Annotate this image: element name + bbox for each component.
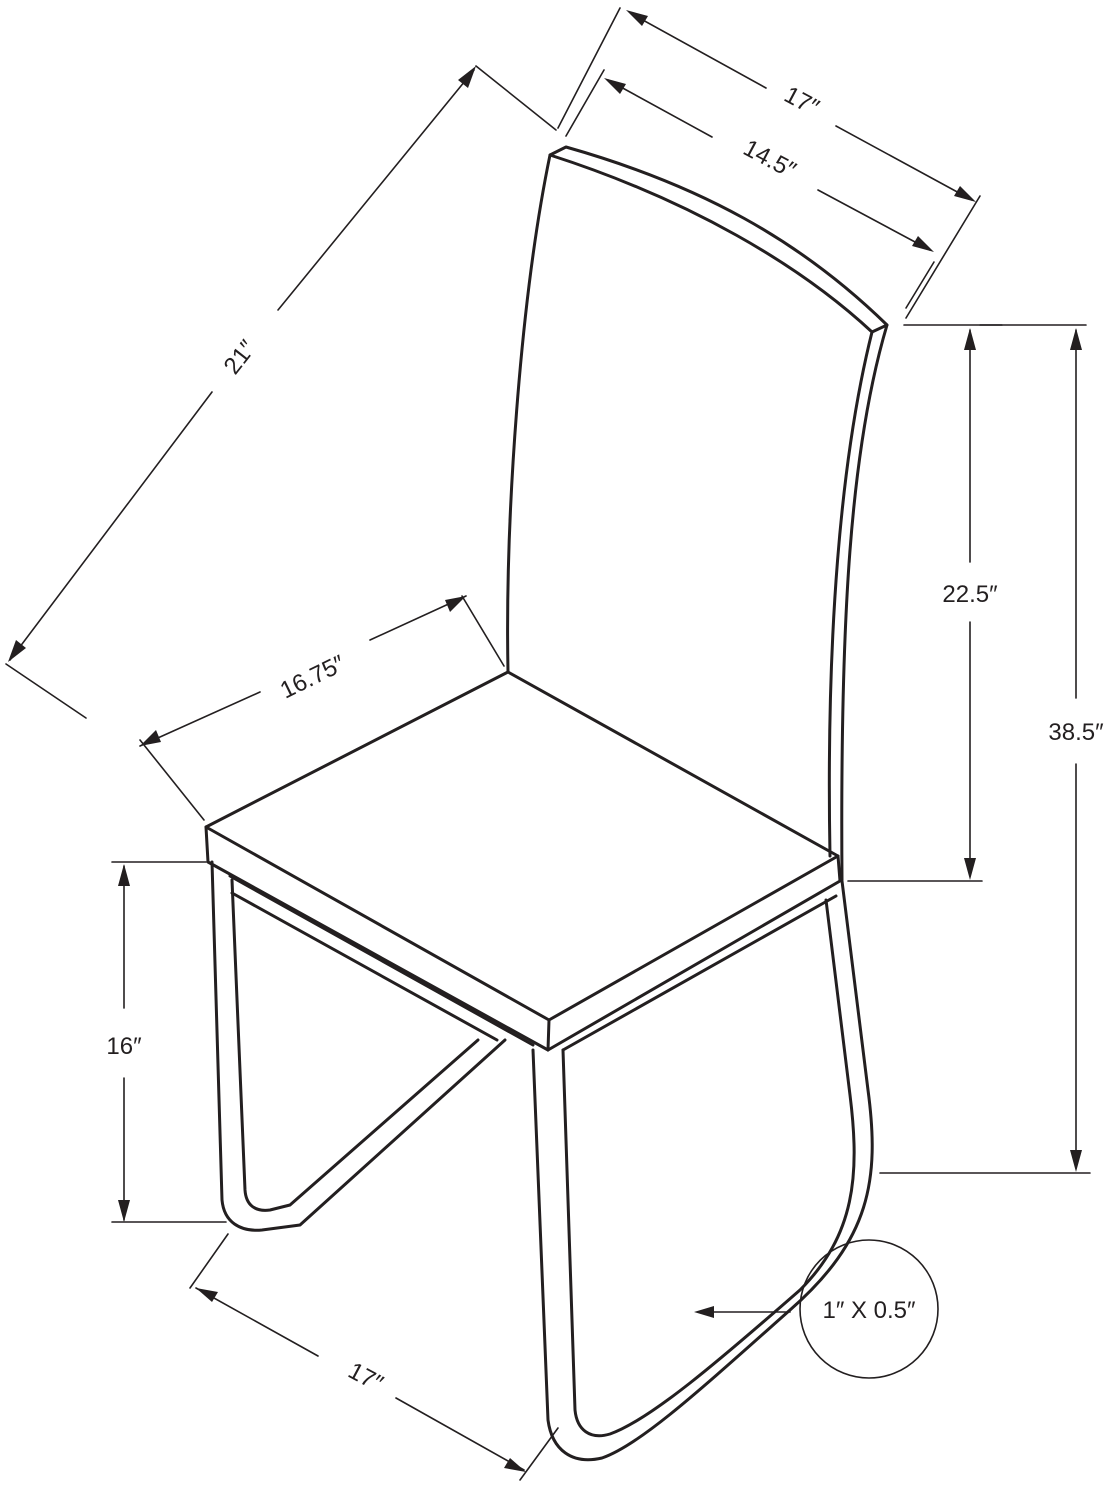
label-top-overall-width: 17″ xyxy=(780,81,824,122)
dimension-lines xyxy=(5,7,1091,1481)
label-overall-height: 38.5″ xyxy=(1048,719,1104,746)
dimension-labels: 17″ 14.5″ 21″ 16.75″ 22.5″ 38.5″ 16″ 17″… xyxy=(106,81,1104,1398)
chair-backrest xyxy=(506,145,889,882)
dimension-top-overall-width xyxy=(557,7,981,319)
label-tube-size: 1″ X 0.5″ xyxy=(822,1297,916,1324)
chair-legs xyxy=(210,860,874,1462)
dimension-overall-height xyxy=(879,324,1091,1174)
chair-seat xyxy=(204,670,842,1052)
chair-drawing xyxy=(204,145,889,1462)
chair-rail xyxy=(228,874,838,1052)
dimension-tube-callout xyxy=(694,1239,939,1379)
dimension-seat-depth xyxy=(139,595,505,821)
label-top-back-width: 14.5″ xyxy=(739,134,801,184)
dimension-seat-height xyxy=(111,861,227,1223)
label-seat-height: 16″ xyxy=(106,1033,142,1060)
dimension-overall-depth xyxy=(5,65,557,719)
dimension-back-height xyxy=(847,324,1003,882)
label-back-height: 22.5″ xyxy=(942,581,998,608)
callout-circle xyxy=(799,1239,939,1379)
dimension-base-width xyxy=(189,1233,559,1481)
label-seat-depth: 16.75″ xyxy=(276,650,350,705)
label-base-width: 17″ xyxy=(344,1357,388,1398)
label-overall-depth: 21″ xyxy=(219,335,262,380)
dimension-top-back-width xyxy=(565,69,935,309)
